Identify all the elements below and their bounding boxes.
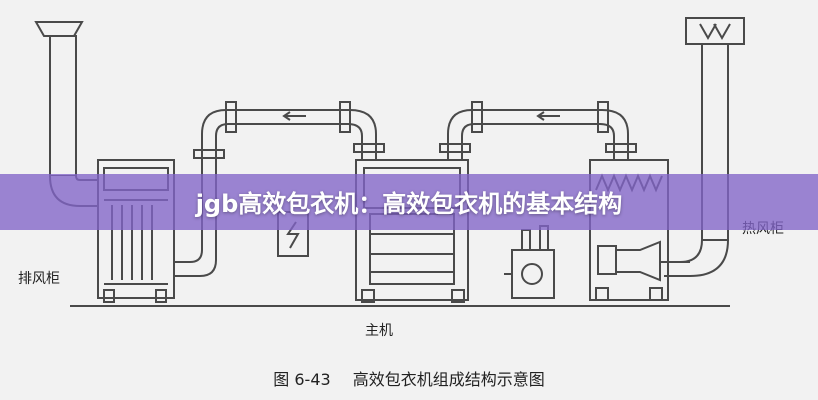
left-duct <box>174 101 385 277</box>
intake-stack <box>664 17 745 277</box>
right-duct <box>439 101 637 160</box>
exhaust-cabinet-label: 排风柜 <box>18 271 60 287</box>
spray-pump <box>504 225 555 299</box>
figure-number: 图 6-43 <box>273 370 331 389</box>
title-banner <box>0 174 818 230</box>
figure-caption: 图 6-43 高效包衣机组成结构示意图 <box>0 366 818 390</box>
banner-title: jgb高效包衣机：高效包衣机的基本结构 <box>195 190 623 218</box>
figure-caption-text: 高效包衣机组成结构示意图 <box>352 370 545 389</box>
main-unit-label: 主机 <box>365 323 393 339</box>
